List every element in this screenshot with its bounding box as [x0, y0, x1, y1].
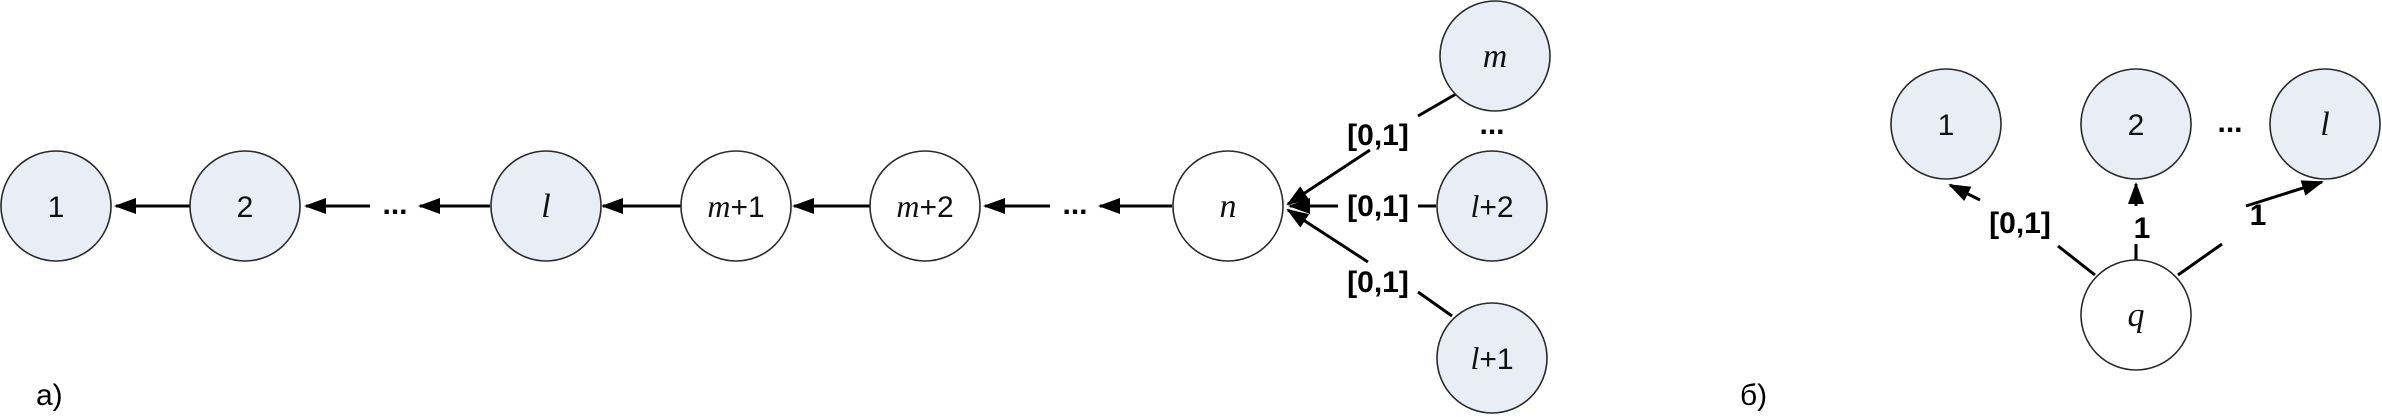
edge-m-to-n-arrow: [1286, 148, 1371, 206]
node-q-label: q: [2128, 297, 2145, 334]
node-m-plus-1-var: m: [707, 188, 730, 224]
node-l-plus-2-var: l: [1470, 188, 1479, 224]
panel-a: 1 2 ... l m+1 m+2 ... n m ...: [0, 0, 1551, 414]
node-m-plus-2: m+2: [869, 150, 981, 262]
panel-b-label: б): [1740, 379, 1767, 412]
panel-a-label: а): [36, 379, 63, 412]
ellipsis-2: ...: [1062, 188, 1087, 221]
node-b-l: l: [2269, 68, 2381, 180]
node-l-plus-2: l+2: [1436, 150, 1548, 262]
node-l-plus-1: l+1: [1436, 302, 1548, 414]
edge-m-to-n: [1417, 92, 1457, 118]
node-l-plus-1-suffix: +1: [1479, 343, 1513, 376]
node-b-1-label: 1: [1938, 109, 1955, 142]
node-q: q: [2080, 259, 2192, 371]
node-2: 2: [189, 150, 301, 262]
node-m-plus-2-var: m: [896, 188, 919, 224]
ellipsis-1: ...: [382, 188, 407, 221]
node-1-label: 1: [48, 191, 65, 224]
node-l-label: l: [541, 188, 550, 225]
node-m-plus-2-label: m+2: [896, 188, 953, 224]
node-b-2-label: 2: [2128, 109, 2145, 142]
node-l-plus-1-label: l+1: [1470, 340, 1513, 376]
node-l-plus-2-suffix: +2: [1479, 191, 1513, 224]
edge-label-l-plus-1: [0,1]: [1347, 266, 1409, 299]
node-m-label: m: [1483, 38, 1508, 75]
edge-label-q-to-l: 1: [2250, 199, 2267, 232]
node-l-plus-2-label: l+2: [1470, 188, 1513, 224]
panel-b: 1 2 ... l q [0,1] 1 1 б): [1740, 68, 2381, 412]
node-l-plus-1-var: l: [1470, 340, 1479, 376]
node-l: l: [490, 150, 602, 262]
node-m-plus-1-label: m+1: [707, 188, 764, 224]
edge-l1-to-n-tail: [1417, 290, 1453, 318]
edge-q-to-l-tail: [2177, 242, 2223, 277]
node-1: 1: [0, 150, 112, 262]
node-m-plus-1: m+1: [680, 150, 792, 262]
node-m-plus-2-suffix: +2: [919, 191, 953, 224]
edge-label-l-plus-2: [0,1]: [1347, 190, 1409, 223]
edge-q-to-1-tail: [2057, 244, 2096, 277]
node-n-label: n: [1220, 188, 1237, 225]
node-b-2: 2: [2080, 68, 2192, 180]
inputs-ellipsis: ...: [1479, 108, 1504, 141]
node-b-1: 1: [1890, 68, 2002, 180]
edge-q-to-l-arrow: [2245, 180, 2324, 208]
node-m: m: [1439, 0, 1551, 112]
node-2-label: 2: [237, 191, 254, 224]
edge-label-m: [0,1]: [1347, 119, 1409, 152]
node-n: n: [1172, 150, 1284, 262]
edge-label-q-to-1: [0,1]: [1989, 207, 2051, 240]
node-m-plus-1-suffix: +1: [730, 191, 764, 224]
panel-b-ellipsis: ...: [2217, 106, 2242, 139]
edge-label-q-to-2: 1: [2134, 212, 2151, 245]
edge-l1-to-n-arrow: [1286, 208, 1369, 264]
node-b-l-label: l: [2320, 106, 2329, 143]
edge-q-to-1-arrow: [1948, 183, 1981, 202]
